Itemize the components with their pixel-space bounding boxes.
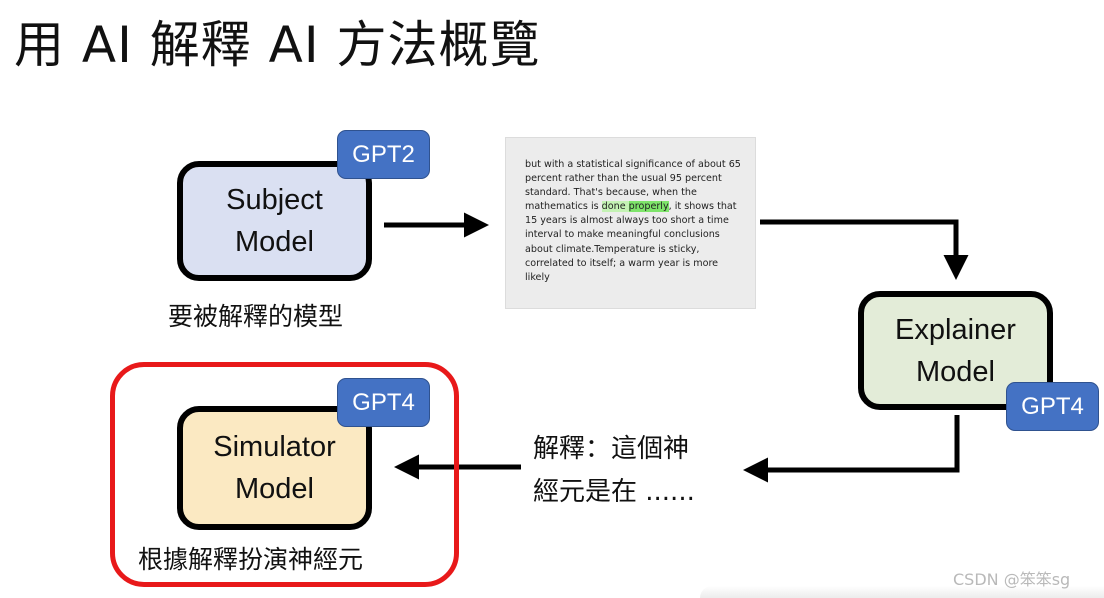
arrow-explainer-to-explanation [743, 415, 960, 483]
subject-model-label-line2: Model [234, 226, 314, 258]
text-sample-before: but with a statistical significance of a… [525, 159, 741, 213]
subject-model-box: Subject Model [177, 161, 372, 281]
simulator-model-label-line2: Model [235, 473, 314, 505]
simulator-model-badge: GPT4 [337, 378, 430, 427]
subject-model-badge: GPT2 [337, 130, 430, 179]
watermark: CSDN @笨笨sg [953, 570, 1071, 589]
explainer-model-badge: GPT4 [1006, 382, 1099, 431]
text-sample-after: , it shows that 15 years is almost alway… [525, 201, 737, 283]
explainer-model-label-line1: Explainer [895, 313, 1016, 346]
page-title: 用 AI 解釋 AI 方法概覽 [14, 16, 541, 74]
explainer-model-box: Explainer Model [858, 291, 1053, 410]
simulator-model-caption: 根據解釋扮演神經元 [138, 545, 364, 574]
arrow-text-to-explainer [760, 219, 969, 280]
explanation-line1: 解釋：這個神 [533, 434, 690, 464]
simulator-model-label-line1: Simulator [213, 431, 336, 463]
simulator-model-box: Simulator Model [177, 406, 372, 530]
text-sample-panel: but with a statistical significance of a… [505, 137, 756, 309]
text-sample-highlight-strong: properly [628, 201, 669, 213]
explanation-line2: 經元是在 ...... [533, 477, 695, 507]
bottom-shadow [700, 586, 1104, 598]
text-sample-highlight-light: done [601, 201, 629, 213]
subject-model-caption: 要被解釋的模型 [168, 302, 344, 331]
explanation-text: 解釋：這個神 經元是在 ...... [533, 428, 695, 514]
subject-model-label-line1: Subject [226, 184, 323, 216]
simulator-highlight-frame [110, 362, 459, 587]
explainer-model-label-line2: Model [916, 355, 995, 388]
